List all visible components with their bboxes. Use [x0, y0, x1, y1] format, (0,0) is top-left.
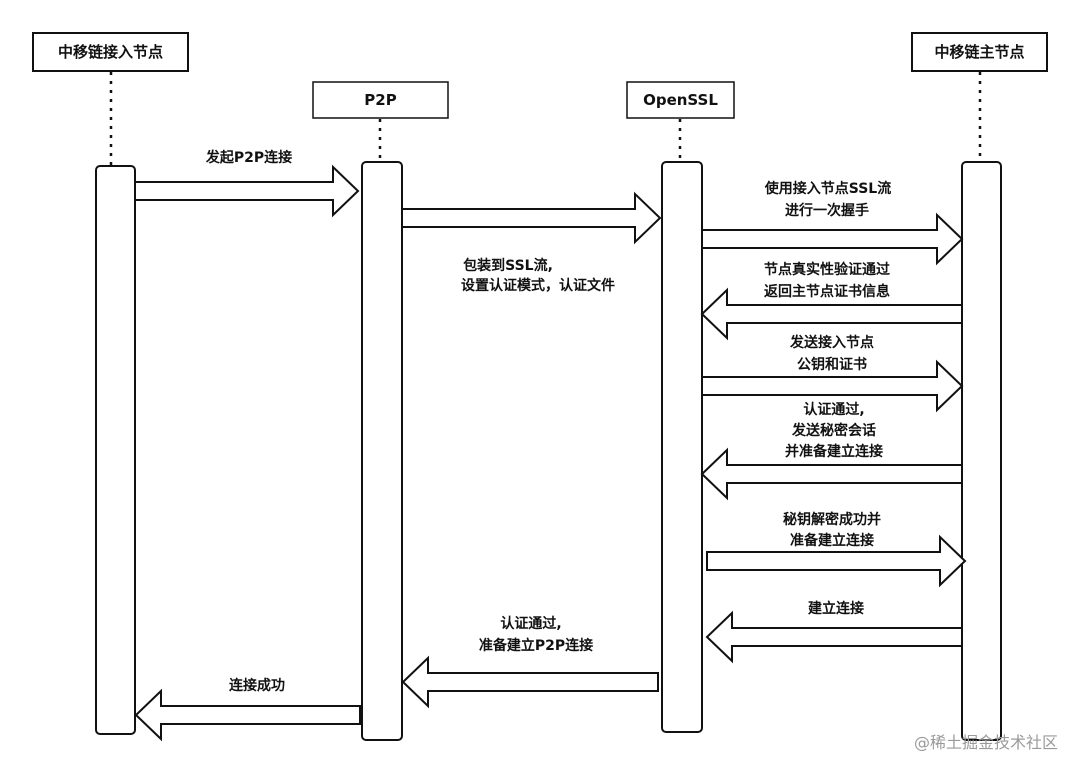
- participant-box: [626, 81, 735, 119]
- participant-access-node: 中移链接入节点: [32, 32, 189, 72]
- activation-openssl: [661, 161, 703, 733]
- message-label-m3-line2: 进行一次握手: [785, 202, 869, 219]
- message-label-m6-line1: 认证通过,: [803, 401, 864, 418]
- participant-label: 中移链接入节点: [58, 43, 163, 61]
- activation-main-node: [961, 161, 1002, 741]
- activation-p2p: [361, 161, 403, 741]
- lifelines: [109, 72, 982, 166]
- message-label-m2-line1: 包装到SSL流,: [463, 257, 553, 274]
- participant-label: P2P: [364, 91, 396, 109]
- message-label-m10: 连接成功: [229, 677, 285, 694]
- message-label-m9-line1: 认证通过,: [500, 615, 561, 632]
- arrow-m10: [134, 688, 361, 742]
- arrow-m1: [134, 164, 360, 218]
- participant-box: [911, 32, 1048, 72]
- participant-openssl: OpenSSL: [626, 81, 735, 119]
- arrow-m5: [701, 359, 964, 413]
- activation-access-node: [95, 165, 136, 735]
- participant-main-node: 中移链主节点: [911, 32, 1048, 72]
- message-label-m4-line2: 返回主节点证书信息: [764, 283, 890, 300]
- message-labels: 发起P2P连接 包装到SSL流, 设置认证模式，认证文件 使用接入节点SSL流 …: [205, 149, 891, 694]
- message-label-m7-line1: 秘钥解密成功并: [783, 511, 881, 528]
- message-label-m2-line2: 设置认证模式，认证文件: [461, 277, 615, 294]
- arrow-m6: [700, 447, 963, 501]
- participant-box: [312, 81, 449, 119]
- arrow-m7: [706, 534, 967, 588]
- message-label-m5-line2: 公钥和证书: [797, 356, 867, 373]
- message-label-m4-line1: 节点真实性验证通过: [764, 261, 890, 278]
- watermark: @稀土掘金技术社区: [913, 733, 1058, 752]
- activation-bars: [95, 161, 1002, 741]
- arrows: [134, 164, 967, 742]
- message-label-m6-line3: 并准备建立连接: [785, 443, 883, 460]
- message-label-m1: 发起P2P连接: [205, 149, 292, 166]
- participant-label: OpenSSL: [643, 91, 718, 109]
- participant-box: [32, 32, 189, 72]
- participant-label: 中移链主节点: [934, 43, 1024, 61]
- message-label-m5-line1: 发送接入节点: [789, 334, 874, 351]
- arrow-m2: [401, 191, 662, 245]
- message-label-m8: 建立连接: [808, 600, 864, 617]
- message-label-m3-line1: 使用接入节点SSL流: [764, 180, 891, 197]
- arrow-m3: [701, 212, 964, 266]
- participant-p2p: P2P: [312, 81, 449, 119]
- arrow-m9: [401, 655, 659, 709]
- message-label-m6-line2: 发送秘密会话: [791, 422, 876, 439]
- arrow-m8: [705, 610, 963, 664]
- arrow-m4: [700, 287, 963, 341]
- message-label-m7-line2: 准备建立连接: [790, 532, 874, 549]
- message-label-m9-line2: 准备建立P2P连接: [479, 637, 593, 654]
